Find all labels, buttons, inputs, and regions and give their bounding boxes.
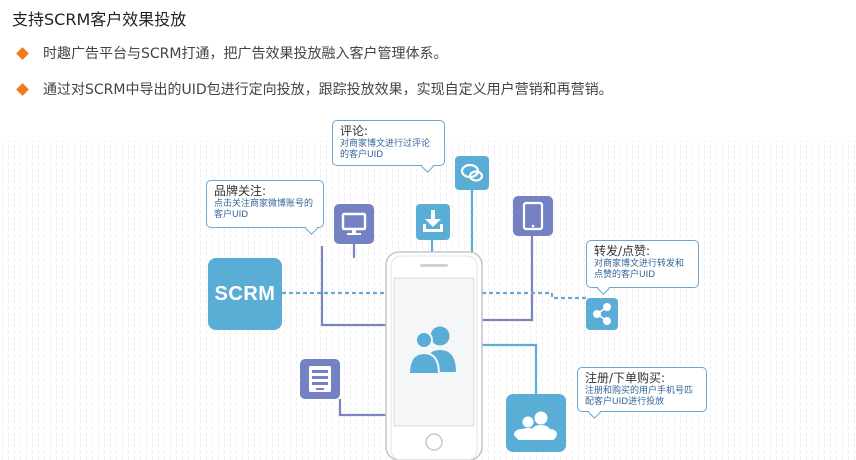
bullet-text: 通过对SCRM中导出的UID包进行定向投放，跟踪投放效果，实现自定义用户营销和再… [43, 82, 613, 98]
scrm-diagram [0, 140, 856, 460]
monitor-icon [341, 212, 367, 235]
server-node [300, 359, 340, 399]
callout-title: 品牌关注: [214, 184, 267, 198]
connector-brand [320, 246, 386, 327]
callout-desc: 注册和购买的用户手机号匹配客户UID进行投放 [585, 386, 694, 407]
users-icon [407, 326, 456, 375]
cloud-users-icon [514, 411, 557, 440]
connector-order [482, 343, 538, 396]
share-icon [592, 302, 611, 325]
callout-brand-follow: 品牌关注: 点击关注商家微博账号的客户UID [206, 180, 324, 228]
chat-node [455, 156, 489, 190]
callout-title: 评论: [340, 124, 369, 138]
callout-register-order: 注册/下单购买: 注册和购买的用户手机号匹配客户UID进行投放 [577, 367, 707, 412]
scrm-hub-label: SCRM [214, 282, 276, 305]
scrm-hub [208, 258, 282, 330]
connector-share [482, 291, 586, 300]
diamond-bullet-icon [16, 46, 29, 60]
callout-title: 转发/点赞: [594, 244, 651, 258]
bullet-item: 时趣广告平台与SCRM打通，把广告效果投放融入客户管理体系。 [16, 43, 448, 63]
tablet-node [513, 196, 553, 236]
callout-review: 评论: 对商家博文进行过评论的客户UID [332, 120, 445, 166]
cloud-users-node [506, 394, 566, 452]
connector-lines [282, 190, 586, 417]
share-node [586, 298, 618, 330]
diamond-bullet-icon [16, 82, 29, 96]
callout-desc: 对商家博文进行过评论的客户UID [340, 139, 431, 160]
callout-desc: 对商家博文进行转发和点赞的客户UID [594, 259, 685, 280]
chat-icon [460, 163, 484, 182]
connector-tablet [482, 236, 534, 322]
download-node [416, 204, 450, 240]
callout-share-like: 转发/点赞: 对商家博文进行转发和点赞的客户UID [586, 240, 699, 288]
bullet-item: 通过对SCRM中导出的UID包进行定向投放，跟踪投放效果，实现自定义用户营销和再… [16, 79, 613, 99]
server-icon [309, 366, 331, 392]
phone [385, 251, 483, 460]
connector-server [338, 399, 386, 417]
download-icon [423, 210, 443, 232]
tablet-icon [522, 201, 544, 231]
callout-title: 注册/下单购买: [585, 371, 666, 385]
bullet-text: 时趣广告平台与SCRM打通，把广告效果投放融入客户管理体系。 [43, 46, 448, 62]
callout-desc: 点击关注商家微博账号的客户UID [214, 199, 314, 220]
page-title: 支持SCRM客户效果投放 [12, 10, 187, 29]
monitor-node [334, 204, 374, 244]
